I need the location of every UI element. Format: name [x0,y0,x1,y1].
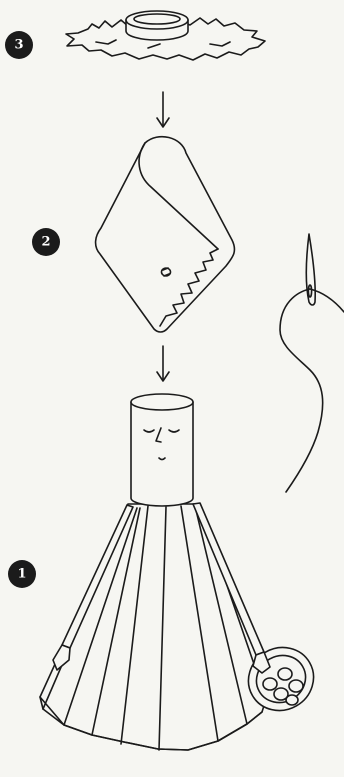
thread [280,289,344,492]
step-number: 3 [14,38,23,53]
step-badge-2: 2 [32,228,60,256]
step-badge-1: 1 [8,560,36,588]
step-3-collar [66,11,265,60]
arrow-down-icon [157,92,169,127]
arrow-down-icon [157,346,169,381]
step-badge-3: 3 [5,31,33,59]
step-number: 1 [17,567,26,582]
doll-head-top [131,394,193,410]
step-number: 2 [41,235,50,250]
cape-outer [96,137,235,332]
needle-and-thread [280,234,344,492]
step-2-folded-cape [96,137,235,332]
doll-head [131,402,193,506]
step-1-doll [40,394,325,750]
